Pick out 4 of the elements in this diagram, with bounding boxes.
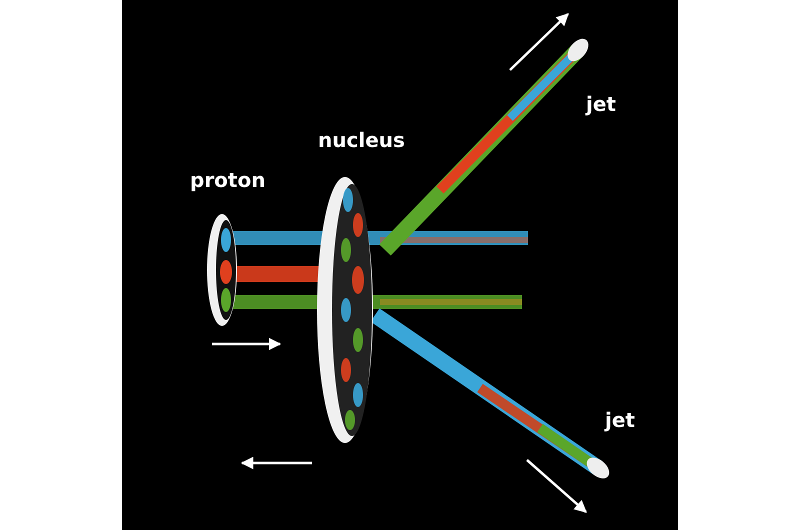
particle-label: proton — [190, 168, 266, 192]
particle-label: nucleus — [318, 128, 405, 152]
jet-label: jet — [605, 408, 635, 432]
jet-label: jet — [586, 92, 616, 116]
